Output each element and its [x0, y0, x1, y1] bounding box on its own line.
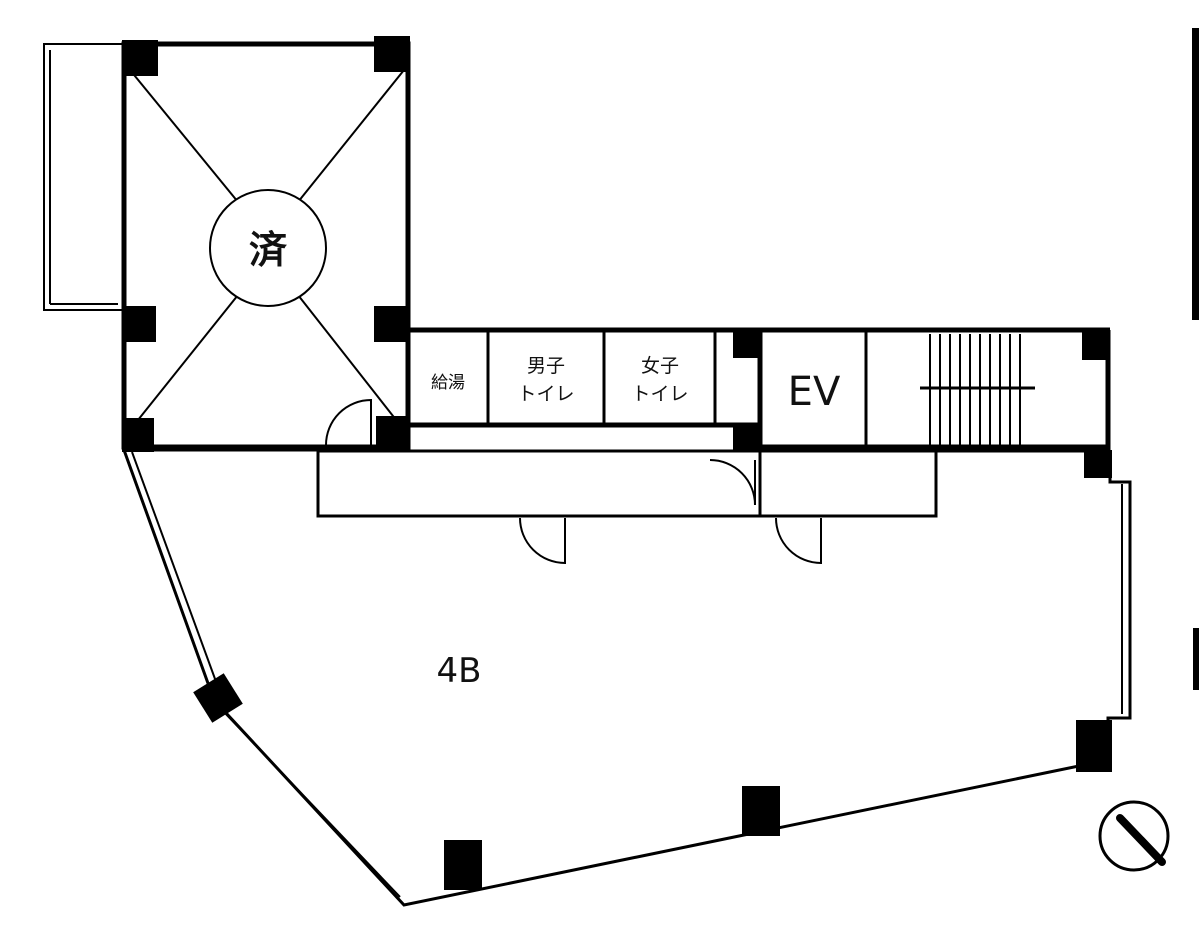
column [1082, 330, 1110, 360]
column [374, 36, 410, 72]
edge-artifact [1192, 28, 1199, 320]
mens-toilet-label-line2: トイレ [517, 383, 574, 405]
womens-toilet-label-line2: トイレ [631, 383, 688, 405]
column [374, 306, 410, 342]
sold-room: 済 [121, 41, 411, 450]
column [122, 306, 156, 342]
sold-badge-circle [209, 189, 327, 307]
column [193, 673, 243, 723]
balcony [43, 43, 125, 311]
column [733, 330, 761, 358]
womens-toilet-label-line1: 女子 [641, 355, 679, 377]
column [1084, 450, 1112, 478]
staircase [920, 334, 1035, 445]
mens-toilet-label-line1: 男子 [527, 355, 565, 377]
womens-toilet [606, 333, 713, 423]
corridor [316, 449, 938, 565]
compass-north-icon [1098, 800, 1170, 872]
unit-label-4b: 4B [437, 651, 482, 691]
column [122, 418, 154, 452]
column [122, 40, 158, 76]
unit-4b [122, 448, 1132, 907]
column [742, 786, 780, 836]
mens-toilet [490, 333, 602, 423]
column [1076, 720, 1112, 772]
column [444, 840, 482, 890]
elevator-label: EV [788, 369, 841, 415]
sold-badge: 済 [249, 228, 288, 272]
edge-artifact [1193, 628, 1199, 690]
column [733, 424, 761, 452]
kyutou-label: 給湯 [431, 373, 465, 393]
column [376, 416, 408, 450]
